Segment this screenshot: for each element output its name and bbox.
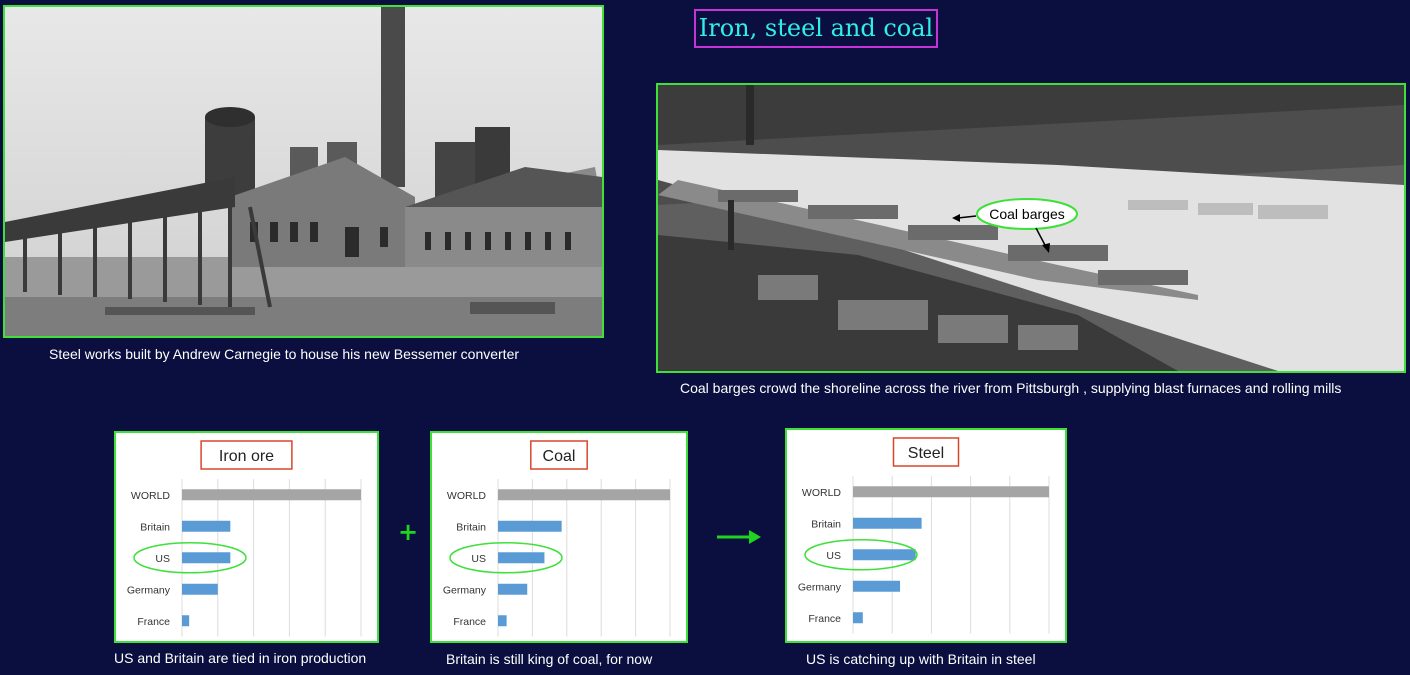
bar-germany <box>182 583 218 595</box>
category-label-france: France <box>453 616 486 628</box>
chart-title-box <box>200 440 293 470</box>
pittsburgh-river-photo: Coal barges <box>656 83 1406 373</box>
page-title: Iron, steel and coal <box>694 9 938 48</box>
category-label-world: WORLD <box>131 490 171 502</box>
coal-barges-annotation: Coal barges <box>989 206 1065 222</box>
coal-barges-highlight <box>976 198 1078 230</box>
arrow-icon <box>715 523 763 555</box>
category-label-britain: Britain <box>456 521 486 533</box>
bar-us <box>498 552 545 564</box>
category-label-world: WORLD <box>447 490 487 502</box>
category-label-germany: Germany <box>798 581 842 593</box>
category-label-france: France <box>137 616 170 628</box>
chart-title: Iron ore <box>219 448 274 465</box>
bar-us <box>182 552 231 564</box>
steel-caption: US is catching up with Britain in steel <box>806 651 1036 667</box>
plus-sign: + <box>398 518 419 546</box>
bar-world <box>182 489 361 501</box>
chart-title: Steel <box>908 445 944 462</box>
category-label-britain: Britain <box>140 521 170 533</box>
bar-us <box>853 549 916 561</box>
steel-works-caption: Steel works built by Andrew Carnegie to … <box>49 346 520 362</box>
chart-title: Coal <box>543 448 576 465</box>
category-label-france: France <box>808 613 841 625</box>
category-label-us: US <box>155 553 170 565</box>
category-label-world: WORLD <box>802 487 842 499</box>
chart-title-box <box>892 437 960 467</box>
category-label-germany: Germany <box>127 584 171 596</box>
bar-france <box>853 612 863 624</box>
bar-world <box>498 489 670 501</box>
bar-germany <box>853 580 901 592</box>
bar-world <box>853 486 1049 498</box>
bar-france <box>182 615 190 627</box>
bar-germany <box>498 583 528 595</box>
steel-works-photo <box>3 5 604 338</box>
us-highlight-ellipse <box>449 542 563 574</box>
bar-britain <box>498 520 562 532</box>
category-label-us: US <box>826 550 841 562</box>
bar-britain <box>182 520 231 532</box>
us-highlight-ellipse <box>804 539 918 571</box>
bar-britain <box>853 517 922 529</box>
category-label-germany: Germany <box>443 584 487 596</box>
chart-title-box <box>530 440 588 470</box>
category-label-britain: Britain <box>811 518 841 530</box>
coal-caption: Britain is still king of coal, for now <box>446 651 653 667</box>
bar-france <box>498 615 507 627</box>
category-label-us: US <box>471 553 486 565</box>
us-highlight-ellipse <box>133 542 247 574</box>
pittsburgh-caption: Coal barges crowd the shoreline across t… <box>680 380 1342 396</box>
iron-ore-caption: US and Britain are tied in iron producti… <box>114 650 367 666</box>
